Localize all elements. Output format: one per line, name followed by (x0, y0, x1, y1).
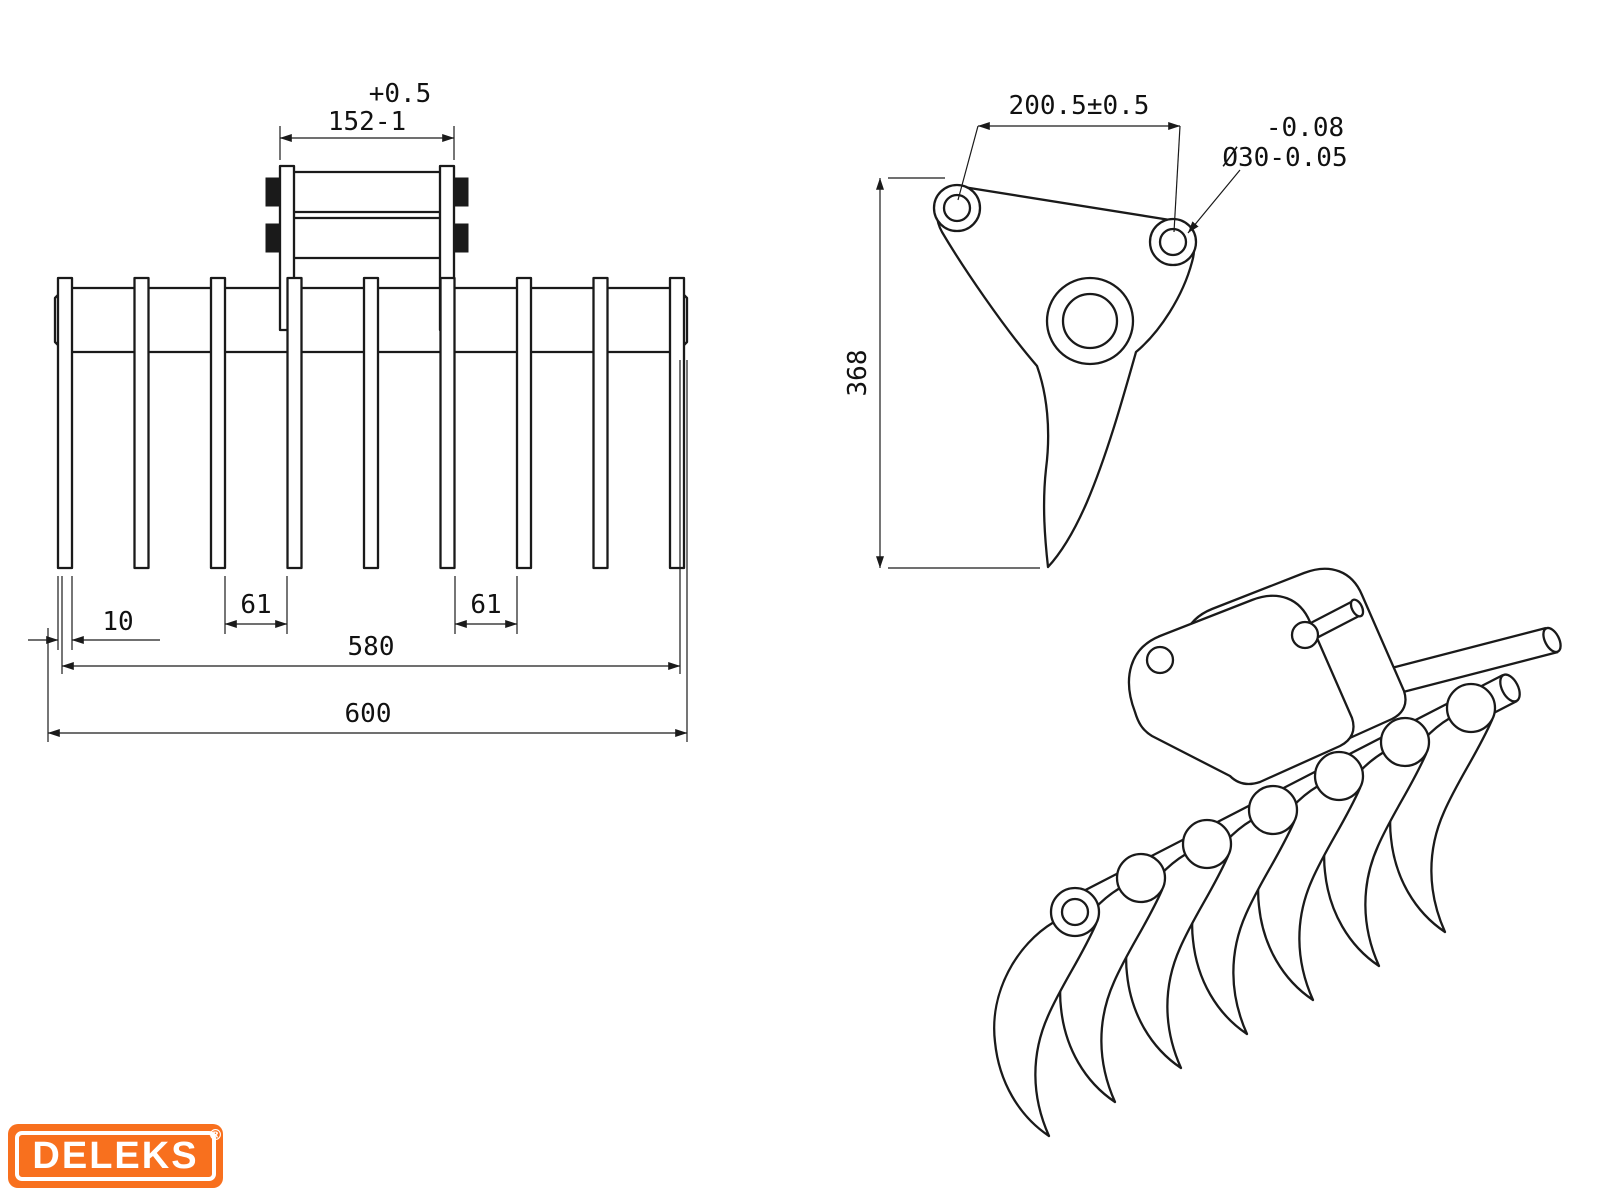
front-view: +0.5 152-1 10 61 61 (28, 79, 689, 742)
dim-spacing-right-label: 61 (470, 590, 501, 620)
dimension-spacing-left: 61 (224, 576, 288, 634)
dimension-height: 368 (843, 177, 1040, 569)
dim-mount-label: 152-1 (328, 107, 406, 137)
deleks-logo-text: DELEKS (15, 1131, 216, 1181)
side-view: 200.5±0.5 -0.08 Ø30-0.05 368 (843, 91, 1348, 569)
iso-claws (993, 682, 1497, 1138)
dim-dia-upper-label: -0.08 (1266, 113, 1344, 143)
dimension-spacing-right: 61 (454, 576, 518, 634)
mount-bracket (265, 164, 469, 332)
left-lug-hole (942, 193, 972, 223)
dim-mount-tolerance-label: +0.5 (369, 79, 432, 109)
dim-overall-width-label: 600 (345, 699, 392, 729)
registered-mark: ® (208, 1126, 223, 1144)
dim-spacing-left-label: 61 (240, 590, 271, 620)
iso-bracket (1127, 567, 1407, 786)
dim-height-label: 368 (843, 350, 873, 397)
dim-inner-width-label: 580 (348, 632, 395, 662)
dimension-mount-width: +0.5 152-1 (279, 79, 455, 160)
dim-hole-spacing-label: 200.5±0.5 (1009, 91, 1150, 121)
dimension-inner-width: 580 (61, 360, 681, 674)
iso-pipe-end-hole (1060, 897, 1090, 927)
right-lug-hole (1158, 227, 1188, 257)
rake-tines (56, 276, 686, 570)
main-boss-hole (1061, 292, 1119, 350)
dimension-tine-width: 10 (28, 576, 160, 650)
dim-dia-label: Ø30-0.05 (1222, 143, 1347, 173)
side-plate-and-tine (936, 184, 1196, 569)
deleks-logo: DELEKS ® (8, 1124, 223, 1188)
isometric-view (993, 567, 1562, 1138)
dimension-overall-width: 600 (47, 360, 688, 742)
dimension-hole-spacing: 200.5±0.5 (957, 91, 1181, 233)
dimension-hole-diameter: -0.08 Ø30-0.05 (1187, 113, 1348, 234)
dim-tine-width-label: 10 (102, 607, 133, 637)
